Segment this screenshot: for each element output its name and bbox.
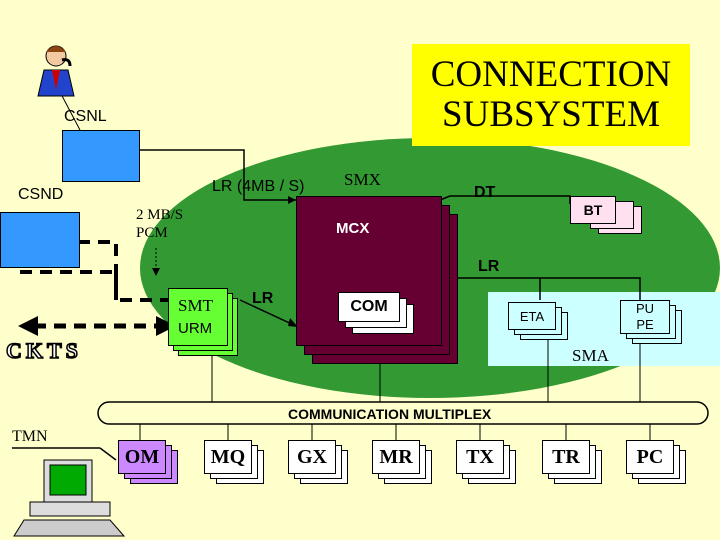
pupe-box: PU PE	[620, 300, 670, 334]
lr-top-label: LR	[478, 258, 500, 275]
bt-label: BT	[570, 196, 616, 224]
eta-label: ETA	[508, 302, 556, 330]
bus-node-label: MQ	[204, 440, 252, 474]
bus-node-label: MR	[372, 440, 420, 474]
title-line1: CONNECTION	[430, 54, 672, 95]
csnl-link	[59, 91, 81, 131]
lr-left-label: LR	[252, 290, 274, 307]
bus-node-label: TR	[542, 440, 590, 474]
sma-label: SMA	[572, 346, 609, 365]
ckts-label: CKTS	[5, 337, 82, 364]
csnl-label: CSNL	[64, 108, 107, 125]
csnd-label: CSND	[18, 186, 64, 203]
comm-multiplex-label: COMMUNICATION MULTIPLEX	[288, 406, 492, 422]
dt-label: DT	[474, 184, 496, 201]
lr-4mb-label: LR (4MB / S)	[212, 178, 305, 195]
pupe-line2: PE	[636, 317, 654, 332]
csnd-dashed-link	[78, 240, 168, 302]
com-label: COM	[338, 292, 400, 322]
smx-label: SMX	[344, 170, 381, 189]
mb-line1: 2 MB/S	[136, 207, 184, 223]
mb-pcm-label: 2 MB/S PCM	[136, 206, 183, 242]
tmn-label: TMN	[12, 428, 48, 445]
operator-phone-icon	[37, 45, 75, 97]
bus-node-label: PC	[626, 440, 674, 474]
bus-node-label: OM	[118, 440, 166, 474]
mcx-label: MCX	[336, 220, 370, 237]
bus-node-label: TX	[456, 440, 504, 474]
csnl-box	[62, 130, 140, 182]
pupe-line1: PU	[635, 301, 655, 316]
title-box: CONNECTION SUBSYSTEM	[412, 44, 690, 146]
bus-node-label: GX	[288, 440, 336, 474]
title-line2: SUBSYSTEM	[442, 94, 660, 135]
urm-label: URM	[178, 320, 213, 337]
communication-multiplex-bus	[97, 401, 709, 425]
lr-4mb-line	[138, 149, 296, 201]
csnd-box	[0, 212, 80, 268]
mb-line2: PCM	[136, 225, 168, 241]
computer-terminal-icon	[13, 459, 126, 537]
lr-top-line	[455, 277, 641, 300]
smt-label: SMT	[178, 296, 213, 315]
